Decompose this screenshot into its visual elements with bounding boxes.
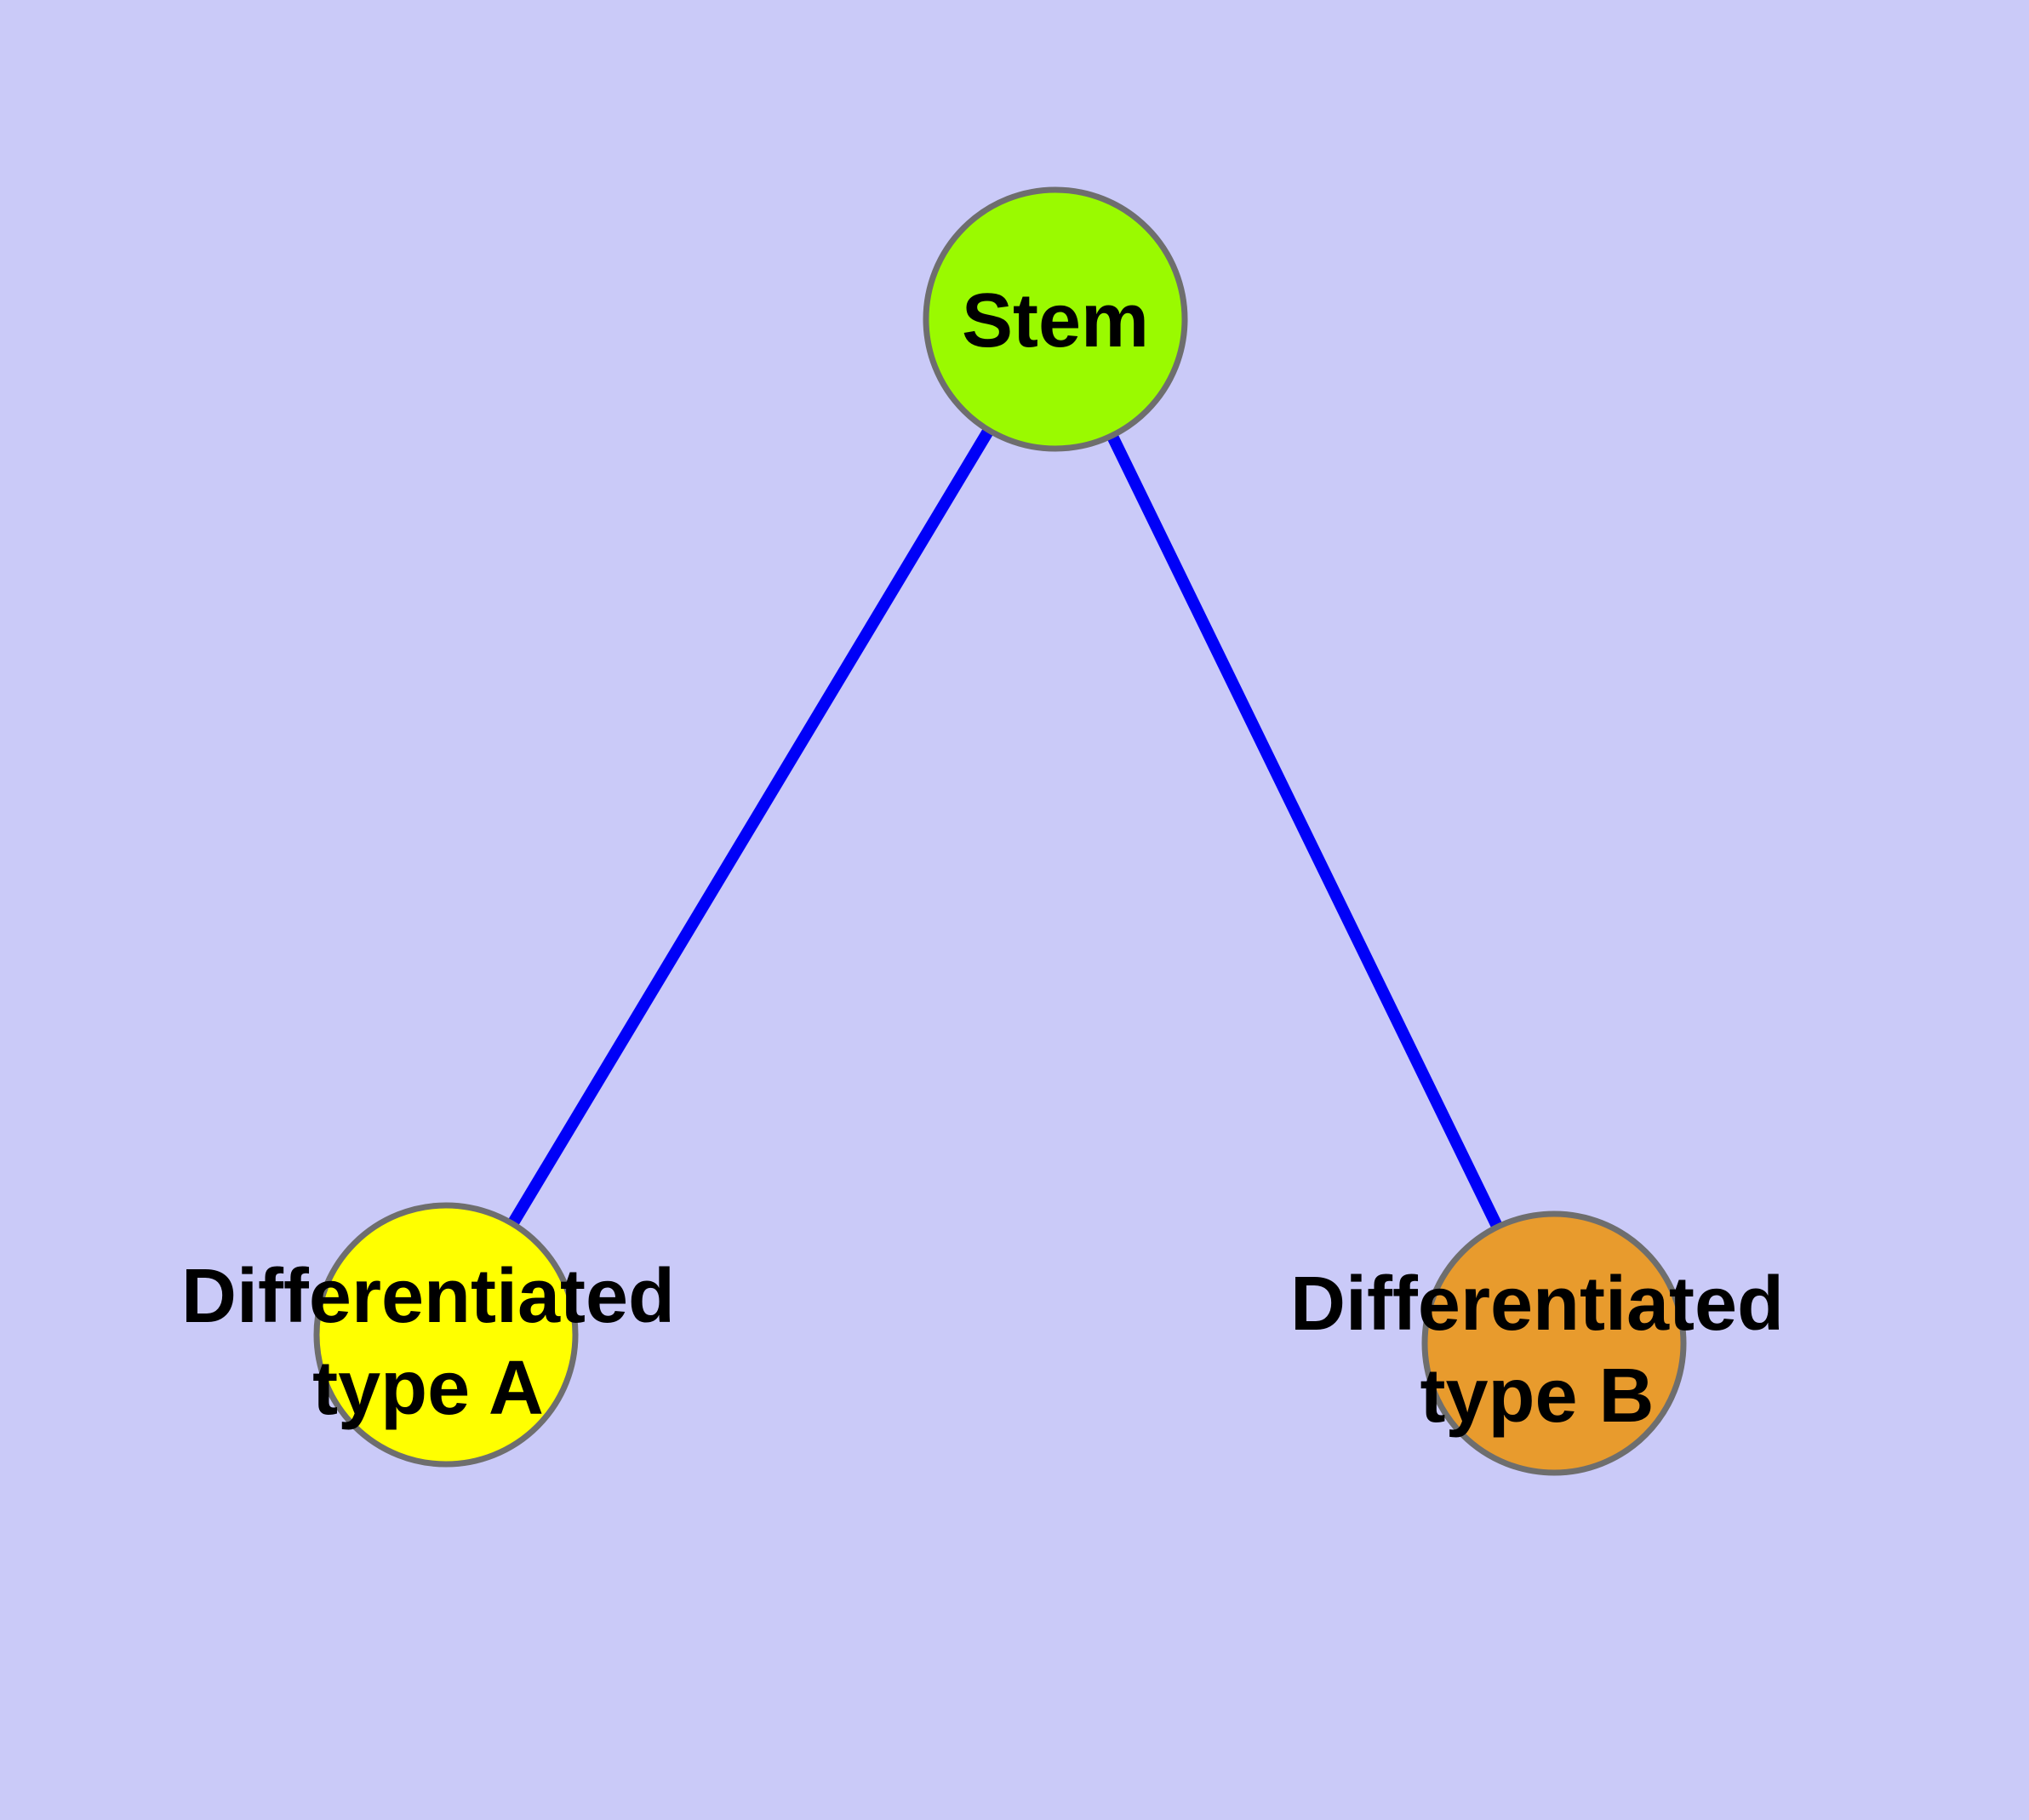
node-type-b-label-line2: type B: [1420, 1354, 1654, 1439]
edge-stem-to-type-b: [1049, 316, 1560, 1347]
node-type-a-label-line1: Differentiated: [181, 1254, 675, 1339]
node-stem: [923, 186, 1188, 452]
node-type-a-label-line2: type A: [312, 1346, 544, 1431]
node-type-b-label-line1: Differentiated: [1290, 1262, 1784, 1347]
edge-stem-to-type-a: [440, 316, 1061, 1338]
node-stem-label: Stem: [962, 278, 1149, 363]
node-differentiated-type-a: [313, 1202, 579, 1468]
node-differentiated-type-b: [1421, 1210, 1687, 1476]
